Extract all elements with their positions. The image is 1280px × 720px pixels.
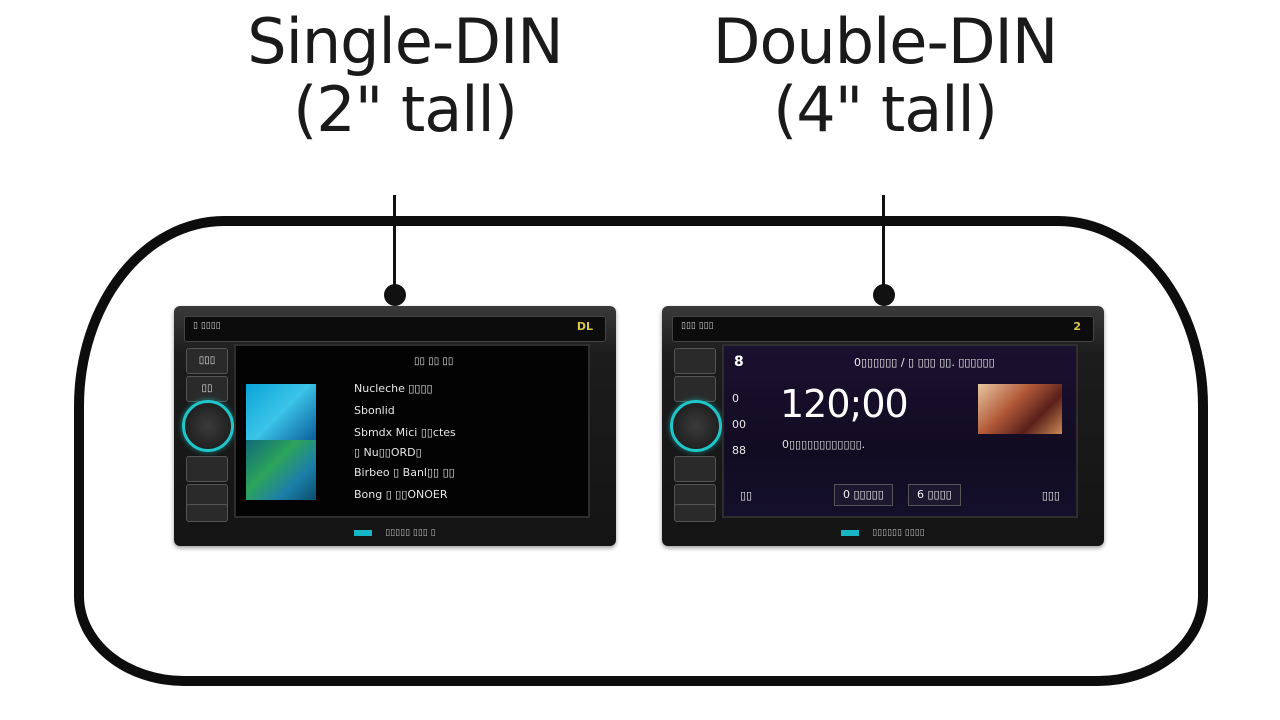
status-header: 0▯▯▯▯▯▯ / ▯ ▯▯▯ ▯▯. ▯▯▯▯▯▯ bbox=[854, 356, 995, 369]
brand-strip: ▯▯▯▯▯▯ ▯▯▯▯ bbox=[662, 528, 1104, 538]
album-art-top[interactable] bbox=[246, 384, 316, 440]
mode-button[interactable]: ▯▯ bbox=[186, 376, 228, 402]
double-din-title: Double-DIN bbox=[712, 5, 1058, 78]
single-leader-dot bbox=[384, 284, 406, 306]
bottom-button[interactable]: ▯▯ bbox=[740, 489, 753, 502]
side-button[interactable]: 88 bbox=[732, 444, 746, 457]
brand-logo bbox=[354, 529, 373, 536]
eject-icon[interactable]: DL bbox=[576, 320, 593, 333]
brand-logo bbox=[841, 529, 860, 536]
single-din-head-unit: ▯ ▯▯▯▯ DL ▯▯▯ ▯▯ ▯▯ ▯▯ ▯▯ Nucleche ▯▯▯▯ … bbox=[174, 306, 616, 546]
side-button[interactable]: 00 bbox=[732, 418, 746, 431]
source-button[interactable]: ▯▯▯ bbox=[186, 348, 228, 374]
disc-slot: ▯ ▯▯▯▯ DL bbox=[184, 316, 606, 342]
volume-knob[interactable] bbox=[670, 400, 722, 452]
dashboard-outline bbox=[74, 216, 1208, 686]
bottom-button[interactable]: ▯▯▯ bbox=[1041, 489, 1060, 502]
disc-slot: ▯▯▯ ▯▯▯ 2 bbox=[672, 316, 1094, 342]
phone-button[interactable] bbox=[186, 456, 228, 482]
double-din-head-unit: ▯▯▯ ▯▯▯ 2 8 0▯▯▯▯▯▯ / ▯ ▯▯▯ ▯▯. ▯▯▯▯▯▯ 0… bbox=[662, 306, 1104, 546]
eject-icon[interactable]: 2 bbox=[1073, 320, 1081, 333]
single-din-height: (2" tall) bbox=[293, 73, 518, 146]
volume-knob[interactable] bbox=[182, 400, 234, 452]
media-thumbnail[interactable] bbox=[978, 384, 1062, 434]
single-screen[interactable]: ▯▯ ▯▯ ▯▯ Nucleche ▯▯▯▯ Sbonlid Sbmdx Mic… bbox=[234, 344, 590, 518]
single-din-label: Single-DIN (2" tall) bbox=[200, 10, 610, 142]
menu-item[interactable]: Birbeo ▯ Banl▯▯ ▯▯ bbox=[354, 466, 455, 479]
clock-display: 120;00 bbox=[780, 382, 909, 426]
home-button[interactable] bbox=[186, 504, 228, 522]
slot-label: ▯ ▯▯▯▯ bbox=[193, 321, 221, 331]
double-din-height: (4" tall) bbox=[773, 73, 998, 146]
double-screen[interactable]: 8 0▯▯▯▯▯▯ / ▯ ▯▯▯ ▯▯. ▯▯▯▯▯▯ 0 00 88 120… bbox=[722, 344, 1078, 518]
album-art-bottom[interactable] bbox=[246, 440, 316, 500]
phone-button[interactable] bbox=[674, 456, 716, 482]
side-button[interactable]: 0 bbox=[732, 392, 739, 405]
single-din-title: Single-DIN bbox=[247, 5, 563, 78]
double-din-label: Double-DIN (4" tall) bbox=[670, 10, 1100, 142]
source-button[interactable] bbox=[674, 348, 716, 374]
screen-header: ▯▯ ▯▯ ▯▯ bbox=[414, 356, 454, 367]
menu-item[interactable]: ▯ Nu▯▯ORD▯ bbox=[354, 446, 422, 459]
double-leader-line bbox=[882, 195, 885, 295]
slot-label: ▯▯▯ ▯▯▯ bbox=[681, 321, 714, 331]
home-button[interactable] bbox=[674, 504, 716, 522]
menu-item[interactable]: Sbmdx Mici ▯▯ctes bbox=[354, 426, 456, 439]
mode-button[interactable] bbox=[674, 376, 716, 402]
track-subtitle: 0▯▯▯▯▯▯▯▯▯▯▯▯. bbox=[782, 438, 866, 451]
menu-item[interactable]: Nucleche ▯▯▯▯ bbox=[354, 382, 433, 395]
single-leader-line bbox=[393, 195, 396, 295]
double-leader-dot bbox=[873, 284, 895, 306]
menu-item[interactable]: Bong ▯ ▯▯ONOER bbox=[354, 488, 448, 501]
menu-item[interactable]: Sbonlid bbox=[354, 404, 395, 417]
bottom-button[interactable]: 6 ▯▯▯▯ bbox=[908, 484, 961, 506]
bottom-button[interactable]: 0 ▯▯▯▯▯ bbox=[834, 484, 893, 506]
brand-text: ▯▯▯▯▯ ▯▯▯ ▯ bbox=[385, 528, 436, 538]
brand-text: ▯▯▯▯▯▯ ▯▯▯▯ bbox=[872, 528, 925, 538]
brand-strip: ▯▯▯▯▯ ▯▯▯ ▯ bbox=[174, 528, 616, 538]
top-left-indicator: 8 bbox=[734, 354, 744, 370]
